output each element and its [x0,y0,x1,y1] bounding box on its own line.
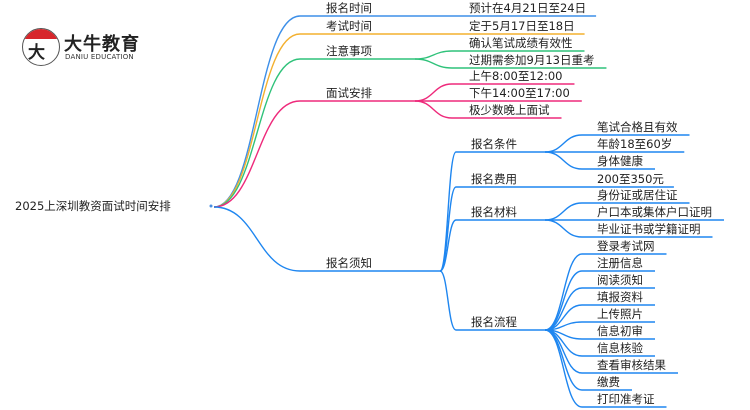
root-node: 2025上深圳教资面试时间安排 [15,199,171,213]
logo-subtitle: DANIU EDUCATION [65,53,134,61]
root-dot [209,204,213,208]
leaf-connector [544,151,583,170]
branch-node: 面试安排 [326,86,372,100]
branch-connector [213,206,301,272]
leaf-connector [544,329,583,408]
sub-branch-node: 报名流程 [471,315,517,329]
leaf-node: 上午8:00至12:00 [469,69,562,83]
leaf-node: 200至350元 [597,172,664,186]
branch-node: 注意事项 [326,44,372,58]
leaf-connector [544,219,583,238]
logo-title: 大牛教育 [64,34,140,55]
logo-emblem: 大牛 [22,28,60,66]
leaf-node: 打印准考证 [597,392,655,406]
leaf-node: 信息核验 [597,341,643,355]
branch-node: 考试时间 [326,19,372,33]
sub-branch-connector [439,270,457,331]
leaf-node: 身体健康 [597,154,643,168]
leaf-node: 查看审核结果 [597,358,666,372]
branch-connector [213,58,301,208]
leaf-connector [414,100,453,119]
leaf-connector [414,83,453,102]
sub-branch-connector [439,186,457,272]
sub-branch-node: 报名条件 [471,137,517,151]
logo: 大牛 大牛教育 DANIU EDUCATION [22,28,152,68]
leaf-node: 年龄18至60岁 [597,137,672,151]
leaf-node: 上传照片 [597,307,643,321]
sub-branch-connector [439,151,457,272]
leaf-node: 身份证或居住证 [597,188,678,202]
logo-glyph: 大牛 [28,43,45,63]
leaf-node: 阅读须知 [597,273,643,287]
leaf-node: 下午14:00至17:00 [469,86,570,100]
branch-connector [213,15,301,208]
leaf-connector [544,134,583,153]
leaf-node: 填报资料 [597,290,643,304]
branch-connector [213,100,301,208]
leaf-node: 预计在4月21日至24日 [469,1,586,15]
leaf-node: 缴费 [597,375,620,389]
leaf-connector [544,270,583,331]
branch-node: 报名时间 [326,1,372,15]
leaf-node: 户口本或集体户口证明 [597,205,712,219]
leaf-node: 登录考试网 [597,239,655,253]
leaf-node: 注册信息 [597,256,643,270]
branch-connector [213,33,301,208]
leaf-node: 定于5月17日至18日 [469,19,575,33]
sub-branch-node: 报名费用 [471,172,517,186]
leaf-node: 毕业证书或学籍证明 [597,222,701,236]
leaf-node: 极少数晚上面试 [469,103,550,117]
leaf-node: 笔试合格且有效 [597,120,678,134]
leaf-connector [544,202,583,221]
sub-branch-connector [439,219,457,272]
branch-node: 报名须知 [326,256,372,270]
leaf-node: 确认笔试成绩有效性 [469,36,573,50]
leaf-node: 过期需参加9月13日重考 [469,53,594,67]
leaf-connector [414,50,453,60]
sub-branch-node: 报名材料 [471,205,517,219]
leaf-connector [414,58,453,69]
leaf-node: 信息初审 [597,324,643,338]
